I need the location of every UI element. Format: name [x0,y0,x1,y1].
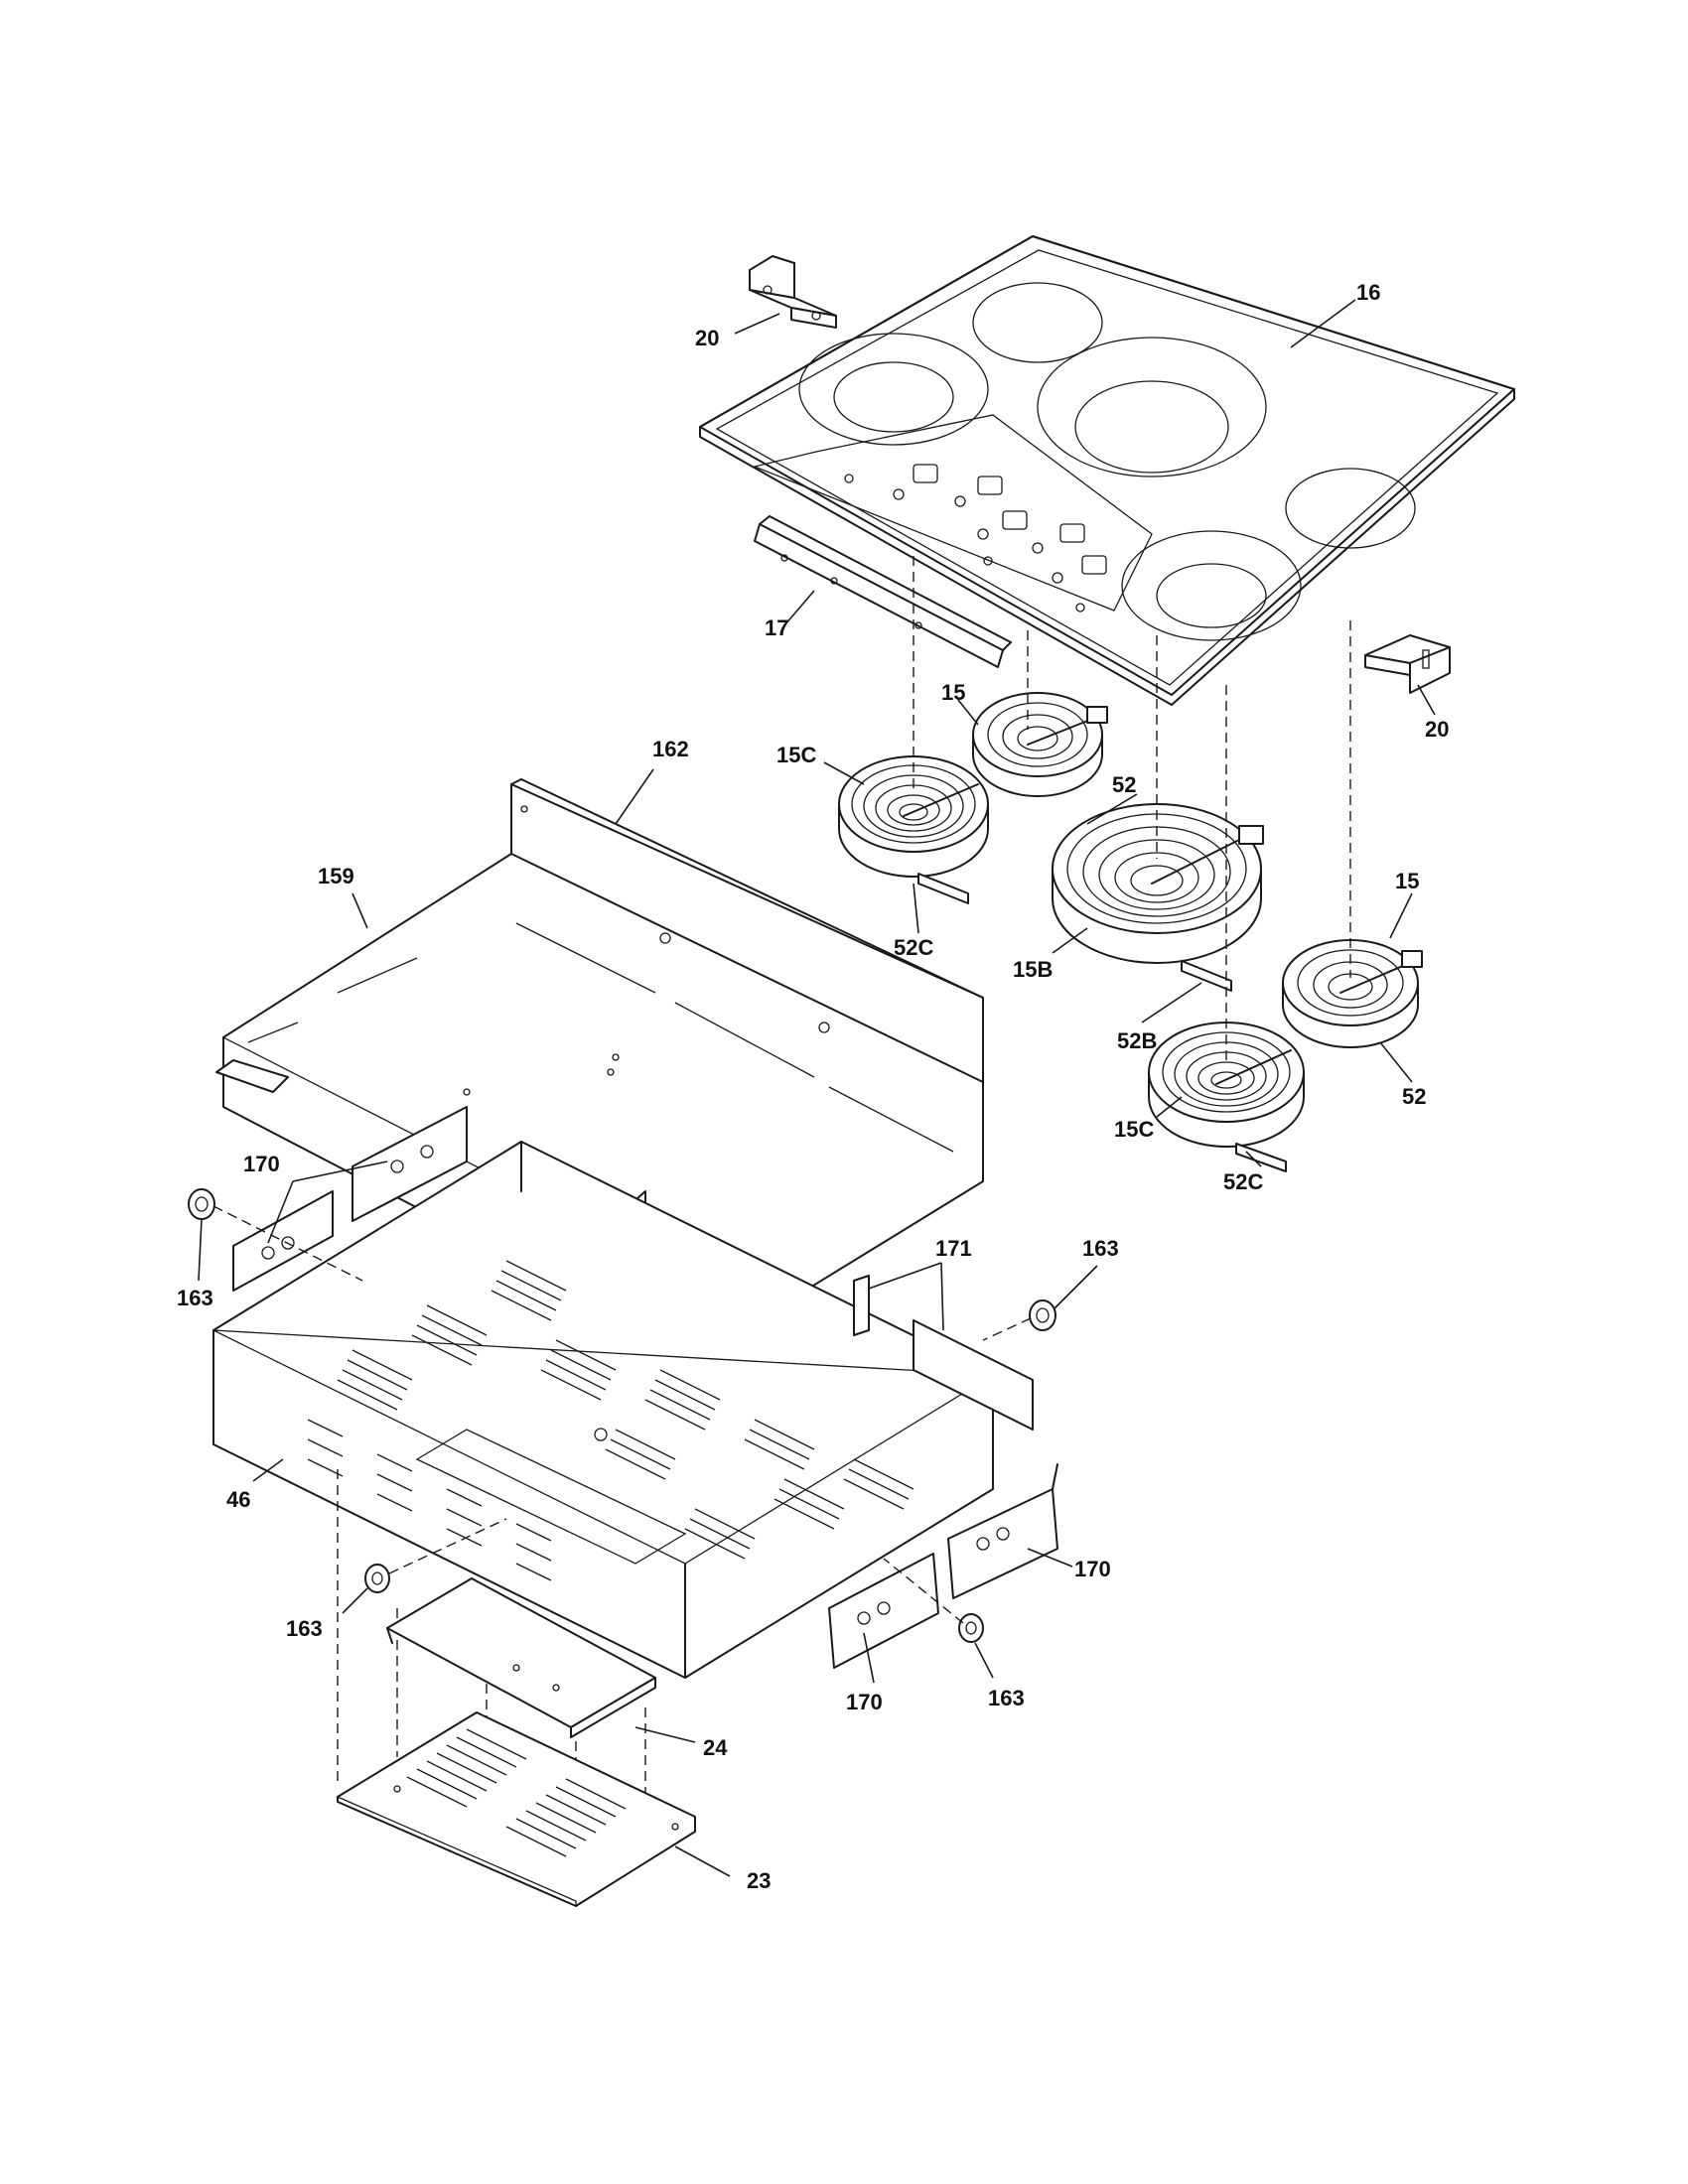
callout-24: 24 [703,1735,728,1760]
side-bracket-170-left[interactable] [232,1106,468,1292]
mounting-bracket-left[interactable] [749,255,837,329]
callout-170-right: 170 [1074,1557,1111,1581]
callout-16: 16 [1356,280,1380,305]
callout-23: 23 [747,1868,771,1893]
callout-163-right: 163 [1082,1236,1119,1261]
callout-52c-right: 52C [1223,1169,1263,1194]
support-bar[interactable] [754,515,1012,668]
callout-15-upper: 15 [941,680,965,705]
callout-170-bottom: 170 [846,1690,883,1714]
callout-52-upper: 52 [1112,772,1136,797]
callout-17: 17 [765,615,788,640]
callout-15c-left: 15C [776,743,816,767]
burner-element-15-lower[interactable] [1282,939,1423,1048]
grommet-163-lower-right[interactable] [958,1613,984,1643]
grommet-163-right[interactable] [1029,1299,1056,1331]
callout-162: 162 [652,737,689,761]
burner-box[interactable] [212,1141,996,1679]
cooktop-glass-top[interactable] [699,235,1515,706]
bottom-panel[interactable] [337,1711,696,1907]
callout-15-lower: 15 [1395,869,1419,893]
grommet-163-lower-left[interactable] [364,1564,390,1593]
callout-163-lower-left: 163 [286,1616,323,1641]
side-bracket-170-right[interactable] [947,1463,1058,1599]
side-bracket-170-bottom[interactable] [828,1553,939,1669]
callout-52b: 52B [1117,1028,1157,1053]
burner-element-15b-large[interactable] [1052,803,1264,992]
burner-element-15-upper[interactable] [972,692,1108,797]
callout-46: 46 [226,1487,250,1512]
callout-171: 171 [935,1236,972,1261]
callout-170-left: 170 [243,1152,280,1176]
callout-159: 159 [318,864,354,888]
callout-52-lower: 52 [1402,1084,1426,1109]
callout-15c-right: 15C [1114,1117,1154,1142]
side-bracket-171[interactable] [853,1275,1034,1431]
callout-163-left: 163 [177,1286,213,1310]
callout-163-lower-right: 163 [988,1686,1025,1710]
grommet-163-left[interactable] [188,1188,215,1220]
burner-element-15c-right[interactable] [1148,1022,1305,1172]
callout-20-right: 20 [1425,717,1449,742]
callout-20-left: 20 [695,326,719,350]
heat-shield-plate[interactable] [386,1577,656,1738]
callout-52c-left: 52C [894,935,933,960]
mounting-bracket-right[interactable] [1364,634,1451,694]
callout-15b: 15B [1013,957,1053,982]
